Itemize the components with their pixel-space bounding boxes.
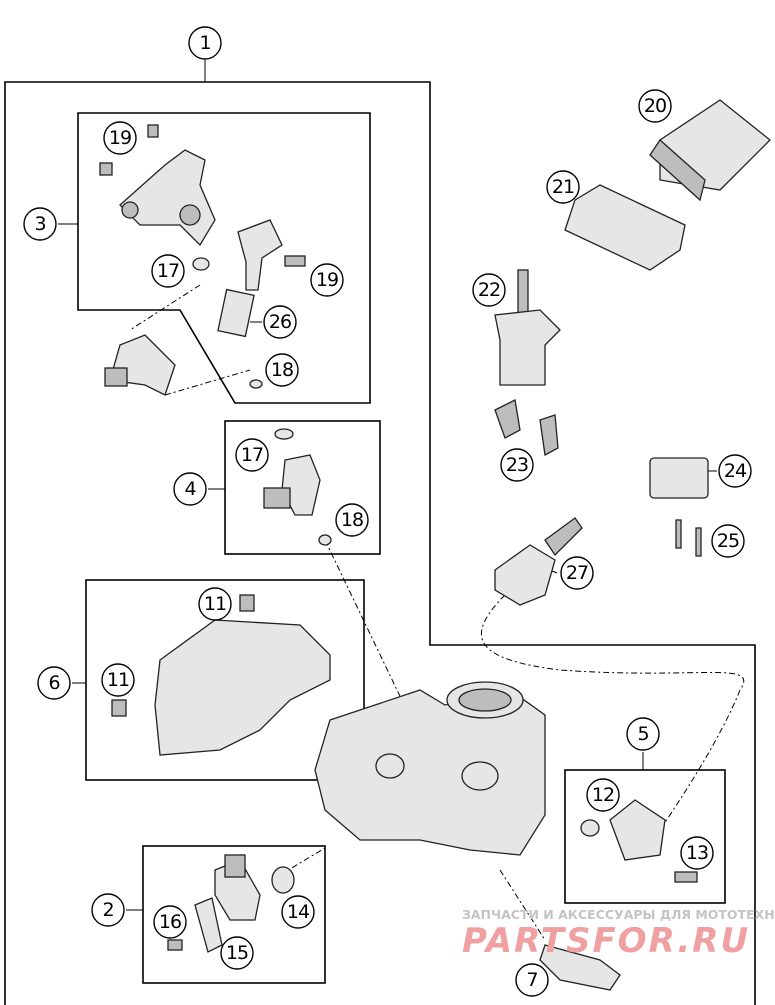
callout-11: 11 bbox=[101, 663, 135, 697]
callout-5: 5 bbox=[626, 717, 660, 751]
throttle-body-part bbox=[314, 689, 546, 856]
svg-text:1: 1 bbox=[199, 32, 210, 54]
svg-text:26: 26 bbox=[269, 311, 291, 333]
svg-text:3: 3 bbox=[34, 213, 45, 235]
injector-holder-part bbox=[119, 149, 216, 247]
sensor-stem bbox=[517, 269, 529, 316]
svg-text:23: 23 bbox=[506, 454, 528, 476]
svg-text:17: 17 bbox=[157, 260, 179, 282]
sensor-22-part bbox=[494, 309, 561, 386]
callout-19: 19 bbox=[310, 263, 344, 297]
callout-17: 17 bbox=[235, 438, 269, 472]
svg-text:24: 24 bbox=[724, 460, 747, 482]
callout-23: 23 bbox=[500, 448, 534, 482]
callout-25: 25 bbox=[711, 524, 745, 558]
screw-part bbox=[99, 162, 113, 176]
callout-19: 19 bbox=[103, 121, 137, 155]
main-assembly-frame bbox=[4, 81, 756, 1005]
callout-4: 4 bbox=[173, 472, 207, 506]
svg-text:16: 16 bbox=[159, 911, 181, 933]
svg-text:21: 21 bbox=[552, 176, 574, 198]
svg-text:5: 5 bbox=[637, 723, 648, 745]
injector-part bbox=[237, 219, 283, 291]
ecu-21-part bbox=[564, 184, 686, 271]
parts bbox=[99, 99, 771, 991]
screw-part bbox=[147, 124, 159, 138]
svg-text:25: 25 bbox=[717, 530, 739, 552]
callout-21: 21 bbox=[546, 170, 580, 204]
svg-text:22: 22 bbox=[478, 279, 500, 301]
callout-12: 12 bbox=[586, 778, 620, 812]
callout-1: 1 bbox=[188, 26, 222, 60]
relay-24-part bbox=[649, 457, 709, 499]
callout-16: 16 bbox=[153, 905, 187, 939]
svg-text:11: 11 bbox=[107, 669, 129, 691]
svg-text:15: 15 bbox=[226, 942, 248, 964]
svg-text:19: 19 bbox=[109, 127, 131, 149]
callout-2: 2 bbox=[91, 893, 125, 927]
callout-11: 11 bbox=[198, 587, 232, 621]
callout-20: 20 bbox=[638, 89, 672, 123]
callout-6: 6 bbox=[37, 666, 71, 700]
assembly-frames bbox=[4, 60, 756, 1005]
svg-text:20: 20 bbox=[644, 95, 666, 117]
svg-text:11: 11 bbox=[204, 593, 226, 615]
idle-valve-7-part bbox=[539, 944, 621, 991]
svg-text:13: 13 bbox=[686, 842, 708, 864]
screw-23 bbox=[494, 399, 521, 439]
callout-26: 26 bbox=[263, 305, 297, 339]
svg-text:19: 19 bbox=[316, 269, 338, 291]
group-5-frame bbox=[564, 769, 726, 904]
callout-3: 3 bbox=[23, 207, 57, 241]
svg-text:7: 7 bbox=[526, 969, 537, 991]
callout-18: 18 bbox=[335, 503, 369, 537]
watermark-logo: PARTSFOR.RU bbox=[462, 921, 751, 961]
group-6-frame bbox=[85, 579, 365, 781]
callout-15: 15 bbox=[220, 936, 254, 970]
svg-text:6: 6 bbox=[48, 672, 59, 694]
cover-6-part bbox=[154, 619, 331, 756]
callout-17: 17 bbox=[151, 254, 185, 288]
callout-13: 13 bbox=[680, 836, 714, 870]
svg-text:17: 17 bbox=[241, 444, 263, 466]
svg-text:2: 2 bbox=[102, 899, 113, 921]
group-4-frame bbox=[224, 420, 381, 555]
bracket-15-part bbox=[194, 897, 223, 953]
screw-23b bbox=[539, 414, 559, 457]
svg-text:14: 14 bbox=[287, 901, 310, 923]
callout-18: 18 bbox=[265, 353, 299, 387]
watermark-tagline: ЗАПЧАСТИ И АКСЕССУАРЫ ДЛЯ МОТОТЕХНИКИ bbox=[462, 907, 775, 922]
callout-7: 7 bbox=[515, 963, 549, 997]
callout-22: 22 bbox=[472, 273, 506, 307]
sensor-27-part bbox=[494, 544, 556, 606]
callout-27: 27 bbox=[560, 556, 594, 590]
group-3-frame bbox=[77, 112, 371, 404]
group-2-frame bbox=[142, 845, 326, 984]
svg-text:4: 4 bbox=[184, 478, 196, 500]
svg-text:18: 18 bbox=[341, 509, 363, 531]
callout-14: 14 bbox=[281, 895, 315, 929]
filter-26-part bbox=[217, 288, 255, 338]
svg-text:12: 12 bbox=[592, 784, 614, 806]
tps-5-part bbox=[609, 799, 666, 861]
svg-text:18: 18 bbox=[271, 359, 293, 381]
svg-text:27: 27 bbox=[566, 562, 588, 584]
callout-24: 24 bbox=[718, 454, 752, 488]
callouts: 1 3 19 19 17 26 18 4 17 18 20 21 22 23 2… bbox=[23, 26, 752, 997]
